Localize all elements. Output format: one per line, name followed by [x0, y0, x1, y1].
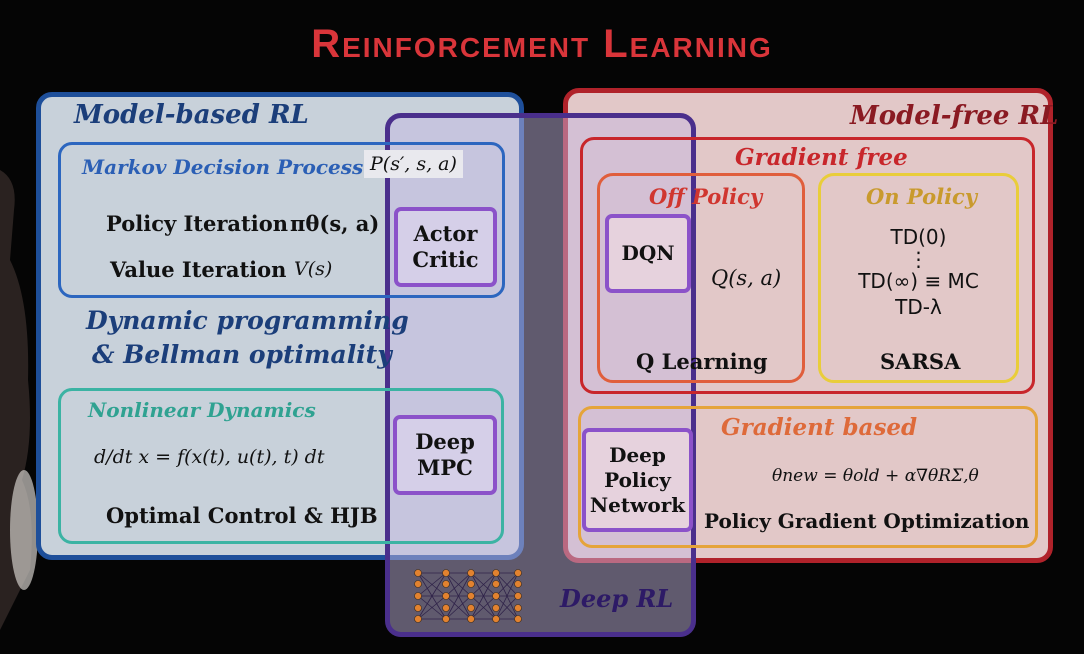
on-policy-list: TD(0) ⋮ TD(∞) ≡ MC TD-λ [818, 224, 1019, 320]
td0-label: TD(0) [890, 225, 947, 249]
mdp-label: Markov Decision Process [82, 155, 364, 179]
deep-policy-line1: Deep [609, 442, 666, 467]
gradient-free-label: Gradient free [735, 144, 908, 171]
gradient-based-box [578, 406, 1038, 548]
actor-critic-box: Actor Critic [394, 207, 497, 287]
q-formula: Q(s, a) [711, 266, 782, 290]
deep-mpc-line1: Deep [415, 428, 475, 454]
dqn-label: DQN [621, 241, 675, 265]
dots-label: ⋮ [908, 247, 929, 271]
td-lambda-label: TD-λ [895, 295, 942, 319]
value-iteration-label: Value Iteration [110, 257, 287, 282]
value-formula: V(s) [294, 258, 333, 280]
sarsa-label: SARSA [880, 349, 961, 374]
dqn-box: DQN [605, 214, 691, 293]
deep-mpc-box: Deep MPC [393, 415, 497, 495]
gradient-based-label: Gradient based [721, 414, 918, 441]
deep-rl-region [385, 113, 696, 637]
model-based-label: Model-based RL [74, 100, 309, 130]
q-learning-label: Q Learning [636, 349, 768, 374]
deep-policy-network-box: Deep Policy Network [582, 428, 693, 532]
dp-line1: Dynamic programming [86, 306, 409, 335]
on-policy-label: On Policy [866, 184, 978, 209]
td-inf-label: TD(∞) ≡ MC [858, 269, 979, 293]
page-title: Reinforcement Learning [311, 22, 773, 66]
actor-critic-line1: Actor [413, 220, 478, 246]
dp-line2: & Bellman optimality [92, 340, 392, 369]
mdp-formula: P(s′, s, a) [364, 150, 463, 178]
gradient-free-box [580, 137, 1035, 394]
off-policy-label: Off Policy [649, 184, 763, 209]
policy-formula: πθ(s, a) [290, 211, 380, 236]
policy-iteration-label: Policy Iteration [106, 211, 288, 236]
presenter-silhouette [0, 170, 38, 630]
deep-rl-label: Deep RL [560, 584, 674, 613]
deep-mpc-line2: MPC [417, 455, 473, 480]
nonlinear-dynamics-box [58, 388, 504, 544]
optimal-control-label: Optimal Control & HJB [106, 503, 378, 528]
policy-gradient-optimization-label: Policy Gradient Optimization [704, 509, 1030, 533]
deep-policy-line3: Network [589, 492, 686, 517]
model-free-label: Model-free RL [850, 101, 1059, 131]
deep-policy-line2: Policy [604, 467, 671, 492]
neural-network-icon [414, 569, 522, 623]
nonlinear-formula: d/dt x = f(x(t), u(t), t) dt [94, 446, 325, 468]
off-policy-box [597, 173, 805, 383]
mdp-box [58, 142, 505, 298]
nonlinear-label: Nonlinear Dynamics [88, 398, 316, 422]
actor-critic-line2: Critic [412, 247, 479, 272]
on-policy-box [818, 173, 1019, 383]
policy-gradient-formula: θnew = θold + α∇θRΣ,θ [772, 466, 979, 486]
